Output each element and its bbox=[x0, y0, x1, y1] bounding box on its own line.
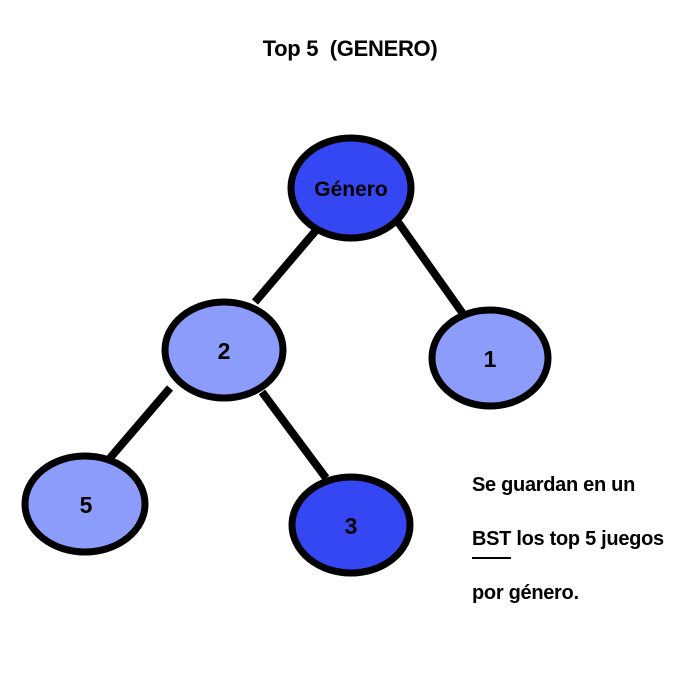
node-root-label: Género bbox=[314, 178, 388, 201]
node-root: Género bbox=[287, 134, 415, 242]
node-3: 3 bbox=[288, 473, 414, 577]
edge-root-left bbox=[251, 225, 322, 305]
node-1: 1 bbox=[428, 306, 552, 410]
bst-note: Se guardan en un BST los top 5 juegos po… bbox=[472, 458, 700, 620]
note-bst-word: BST bbox=[472, 528, 512, 550]
note-line-2-rest: los top 5 juegos bbox=[511, 528, 664, 550]
node-5-label: 5 bbox=[80, 492, 93, 518]
node-2: 2 bbox=[161, 298, 287, 402]
edge-root-right bbox=[394, 219, 470, 321]
node-3-label: 3 bbox=[345, 513, 358, 539]
edge-left-leftright bbox=[258, 389, 330, 481]
note-line-3: por género. bbox=[472, 582, 579, 604]
diagram-title: Top 5 (GENERO) bbox=[262, 36, 438, 61]
note-line-1: Se guardan en un bbox=[472, 474, 636, 496]
node-1-label: 1 bbox=[484, 346, 497, 372]
node-2-label: 2 bbox=[218, 338, 231, 364]
node-5: 5 bbox=[21, 452, 149, 556]
note-line-2: BST los top 5 juegos bbox=[472, 512, 700, 566]
edge-left-leftleft bbox=[106, 385, 174, 461]
